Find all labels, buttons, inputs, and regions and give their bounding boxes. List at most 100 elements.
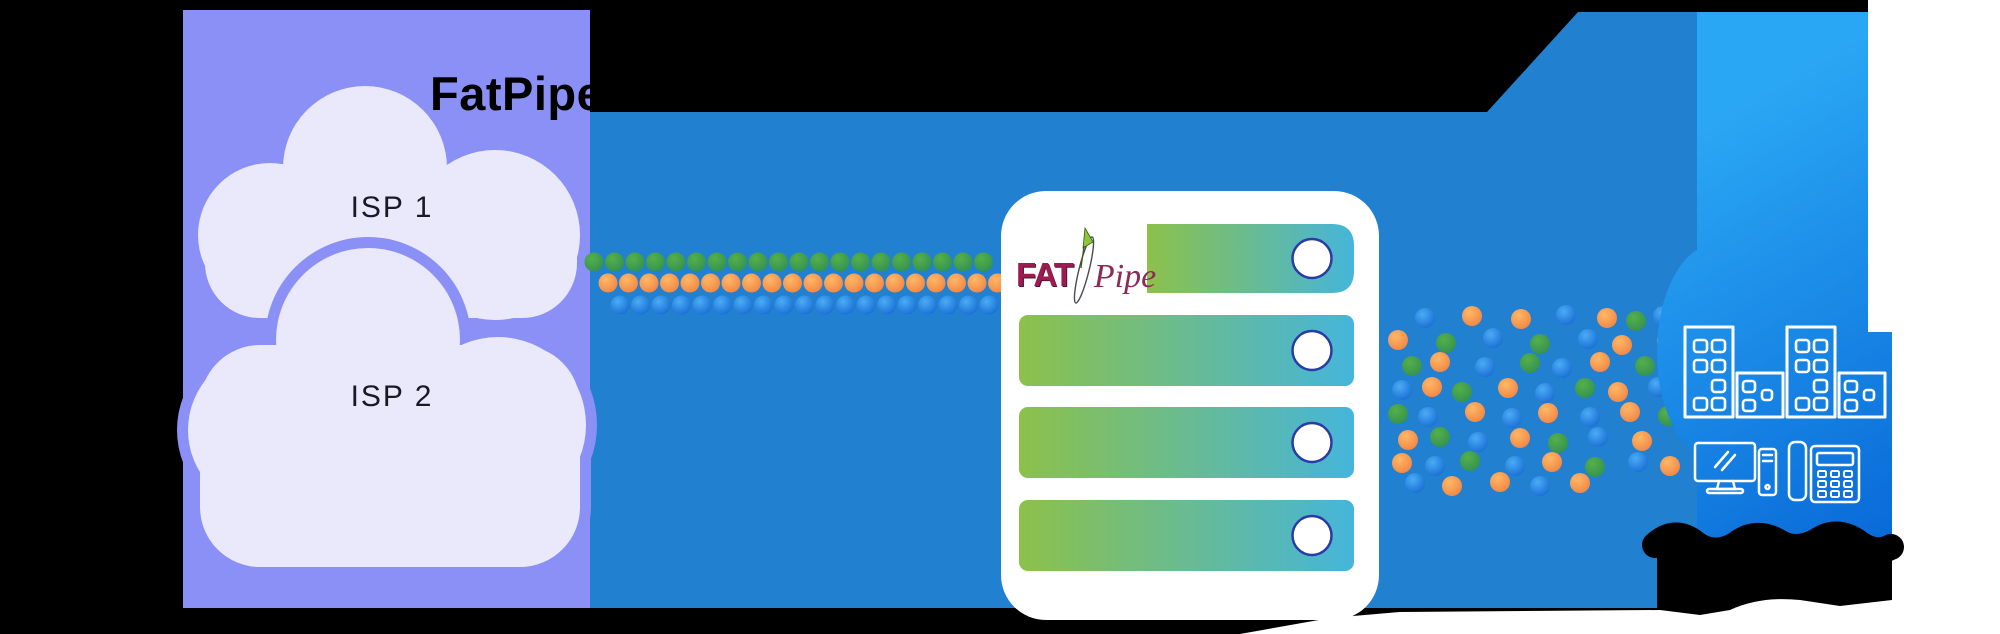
- device-port-rows: [1019, 224, 1354, 571]
- packet-dot: [1628, 452, 1648, 472]
- packet-dot: [803, 273, 823, 293]
- packet-dot: [1475, 357, 1495, 377]
- packet-dot: [877, 295, 896, 315]
- packet-dot: [619, 273, 638, 293]
- packet-dot: [871, 252, 891, 272]
- isp-1-label: ISP 1: [350, 191, 434, 224]
- aggregated-packet-scatter: [1388, 305, 1686, 496]
- packet-dot: [631, 295, 650, 315]
- port-indicator: [1291, 329, 1333, 372]
- packet-dot: [1585, 457, 1605, 477]
- packet-dot: [605, 252, 624, 272]
- packet-dot: [1388, 330, 1408, 350]
- packet-dot: [974, 252, 993, 272]
- packet-dot: [666, 252, 686, 272]
- fatpipe-logo-pipe: Pipe: [1093, 258, 1157, 295]
- packet-dot: [953, 252, 973, 272]
- packet-dot: [1442, 476, 1462, 496]
- packet-dot: [933, 252, 952, 272]
- packet-dot: [926, 273, 946, 293]
- packet-dot: [1538, 403, 1558, 423]
- illegible-script-overlay: [1642, 521, 1904, 564]
- packet-dot: [660, 273, 679, 293]
- desk-phone-icon: [1787, 440, 1861, 504]
- diagram-title: FatPipe Device with Bonded ISPs: [430, 67, 1190, 120]
- packet-dot: [1542, 452, 1562, 472]
- packet-dot: [1660, 456, 1680, 476]
- packet-dot: [1418, 407, 1438, 427]
- packet-dot: [912, 252, 932, 272]
- packet-dot: [979, 295, 999, 315]
- packet-dot: [680, 273, 700, 293]
- packet-dot: [810, 252, 829, 272]
- packet-dot: [1465, 402, 1485, 422]
- packet-dot: [1402, 356, 1422, 376]
- packet-dot: [1490, 472, 1510, 492]
- packet-dot: [1392, 380, 1412, 400]
- packet-dot: [1570, 473, 1590, 493]
- packet-dot: [1620, 402, 1640, 422]
- packet-dot: [967, 273, 987, 293]
- port-indicator: [1291, 421, 1333, 464]
- packet-dot: [651, 295, 671, 315]
- packet-dot: [1626, 311, 1646, 331]
- packet-dot: [598, 273, 618, 293]
- packet-dot: [892, 252, 911, 272]
- packet-dot: [1502, 408, 1522, 428]
- packet-dot: [769, 252, 788, 272]
- packet-dot: [1530, 476, 1550, 496]
- packet-dot: [1578, 329, 1598, 349]
- packet-dot: [1520, 353, 1540, 373]
- isp-cloud-2: [177, 237, 597, 578]
- device-port-bar: [1019, 315, 1354, 386]
- packet-dot: [789, 252, 809, 272]
- packet-dot: [959, 295, 978, 315]
- packet-dot: [610, 295, 630, 315]
- packet-dot: [1530, 334, 1550, 354]
- packet-dot: [1632, 431, 1652, 451]
- device-port-bar: [1019, 407, 1354, 478]
- packet-dot: [1612, 335, 1632, 355]
- packet-dot: [1398, 430, 1418, 450]
- packet-dot: [815, 295, 835, 315]
- packet-dot: [824, 273, 843, 293]
- packet-dot: [906, 273, 925, 293]
- packet-dot: [1556, 305, 1576, 325]
- packet-dot: [885, 273, 905, 293]
- packet-dot: [836, 295, 855, 315]
- packet-dot: [1588, 427, 1608, 447]
- quill-pen-icon: [1071, 224, 1097, 310]
- packet-dot: [1505, 456, 1525, 476]
- packet-dot: [1535, 383, 1555, 403]
- packet-dot: [1597, 308, 1617, 328]
- packet-dot: [1552, 358, 1572, 378]
- packet-dot: [795, 295, 814, 315]
- packet-dot: [897, 295, 917, 315]
- packet-dot: [733, 295, 753, 315]
- packet-dot: [1608, 382, 1628, 402]
- isp-2-label: ISP 2: [350, 380, 434, 413]
- packet-dot: [639, 273, 659, 293]
- packet-dot: [783, 273, 802, 293]
- bonded-packet-streams: [584, 252, 1007, 315]
- packet-dot: [947, 273, 966, 293]
- fatpipe-logo-fat: FAT: [1016, 256, 1074, 293]
- packet-dot: [742, 273, 761, 293]
- packet-dot: [918, 295, 937, 315]
- packet-dot: [1405, 473, 1425, 493]
- packet-dot: [701, 273, 720, 293]
- packet-dot: [646, 252, 665, 272]
- packet-dot: [728, 252, 747, 272]
- packet-dot: [1483, 328, 1503, 348]
- packet-dot: [830, 252, 850, 272]
- packet-dot: [1468, 432, 1488, 452]
- packet-dot: [1635, 356, 1655, 376]
- packet-dot: [1452, 382, 1472, 402]
- packet-dot: [1436, 333, 1456, 353]
- packet-dot: [713, 295, 732, 315]
- office-building-icon: [1785, 325, 1887, 419]
- packet-dot: [707, 252, 727, 272]
- packet-dot: [672, 295, 691, 315]
